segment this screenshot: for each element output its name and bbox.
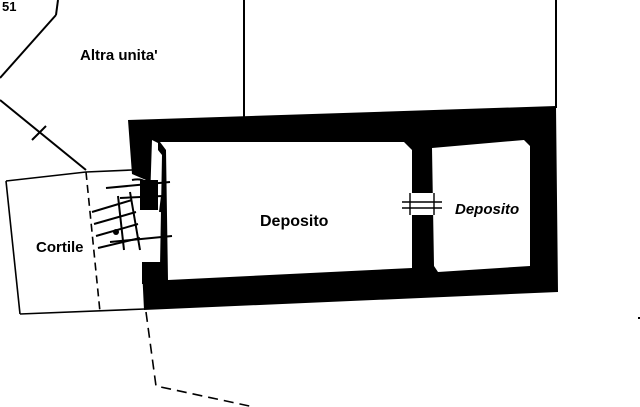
label-other-unit: Altra unita': [80, 47, 158, 64]
building-walls: [128, 106, 558, 310]
label-courtyard: Cortile: [36, 239, 84, 256]
corner-fragment-text: 51: [2, 0, 16, 14]
label-storage-main: Deposito: [260, 213, 329, 230]
courtyard-outline: [5, 169, 146, 315]
stair-landing: [113, 180, 164, 284]
partition-door: [402, 193, 442, 215]
neighbor-boundary-lines: [0, 0, 557, 171]
stair-entrance: [91, 178, 173, 251]
label-storage-small: Deposito: [455, 201, 519, 218]
dashed-property-line: [145, 311, 255, 407]
